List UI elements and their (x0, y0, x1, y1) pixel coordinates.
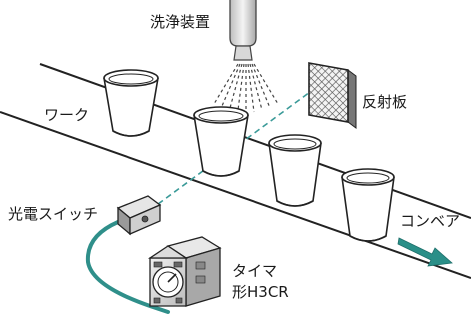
washer-nozzle (229, 0, 257, 61)
label-workpiece: ワーク (44, 106, 90, 124)
workpiece-cup-2 (193, 106, 249, 177)
label-timer-line2: 形H3CR (232, 283, 289, 301)
label-reflector: 反射板 (362, 93, 408, 111)
conveyor-lower-edge (0, 111, 471, 279)
conveyor-direction-arrow-icon (397, 237, 453, 267)
workpiece-cup-1 (103, 69, 159, 137)
workpiece-cup-3 (268, 134, 322, 207)
label-conveyor: コンベア (400, 212, 461, 230)
sensor-cable (85, 220, 170, 314)
label-photo-switch: 光電スイッチ (8, 205, 99, 223)
label-timer-line1: タイマ (232, 262, 278, 280)
workpiece-cup-4 (341, 168, 395, 242)
light-beam (149, 91, 311, 211)
reflector-icon (308, 62, 357, 129)
label-washer: 洗浄装置 (150, 13, 211, 31)
conveyor-upper-edge (39, 63, 471, 219)
photoelectric-switch-icon (116, 195, 162, 236)
spray-icon (213, 63, 279, 113)
timer-h3cr-icon (147, 236, 222, 307)
